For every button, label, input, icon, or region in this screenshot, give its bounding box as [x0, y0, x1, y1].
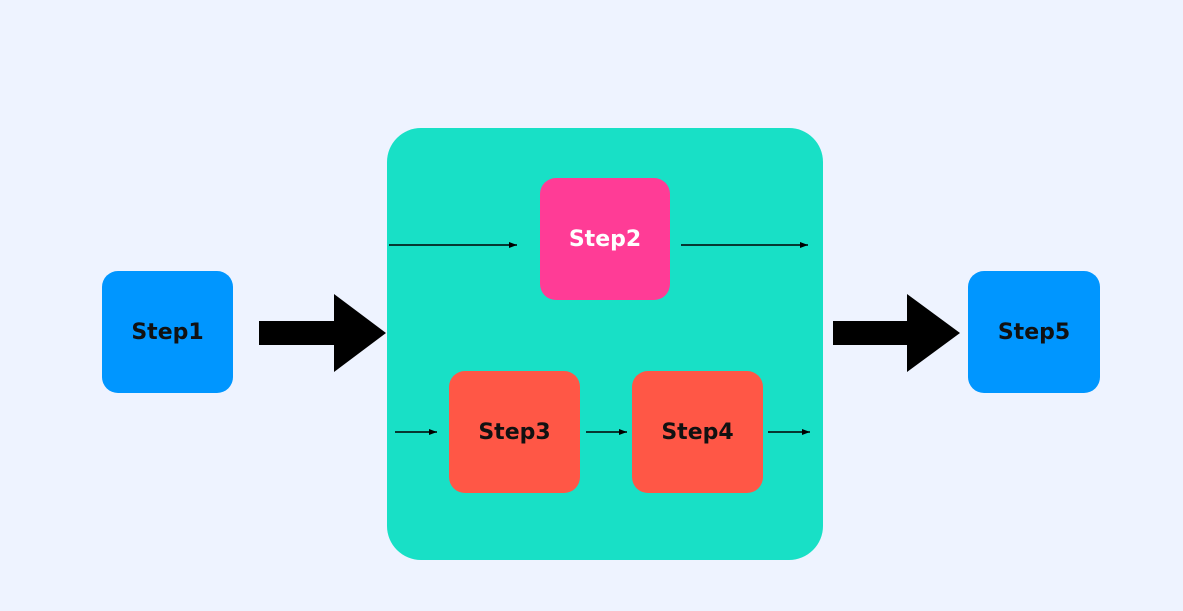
step5-node: Step5 — [968, 271, 1100, 393]
block-arrow-step1-to-group — [259, 294, 386, 372]
step2-label: Step2 — [568, 226, 642, 252]
step4-label: Step4 — [661, 419, 734, 445]
step1-node: Step1 — [102, 271, 233, 393]
step5-label: Step5 — [997, 319, 1071, 345]
step2-node: Step2 — [540, 178, 670, 300]
step1-label: Step1 — [131, 319, 204, 345]
step3-label: Step3 — [478, 419, 551, 445]
block-arrow-group-to-step5 — [833, 294, 960, 372]
step3-node: Step3 — [449, 371, 580, 493]
step4-node: Step4 — [632, 371, 763, 493]
